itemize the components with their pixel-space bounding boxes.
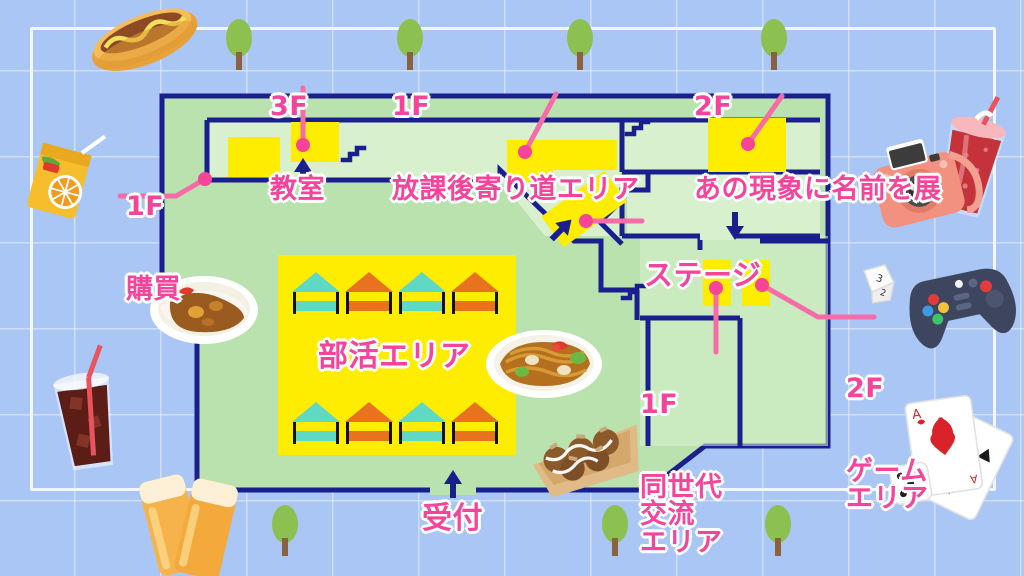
tree-icon (272, 505, 298, 556)
stairs-icons (340, 119, 651, 301)
dice-small-icon: 3 2 (863, 263, 895, 304)
arrow-up-icon (294, 158, 312, 186)
svg-text:2: 2 (879, 288, 888, 299)
decoration-layer: 3 2 (27, 8, 1016, 576)
leader-line-afterschool (522, 91, 559, 155)
club-tent (398, 402, 446, 444)
club-tent (345, 272, 393, 314)
leader-dot (755, 278, 769, 292)
club-tent (451, 272, 499, 314)
leader-dot (709, 281, 723, 295)
tree-icon (226, 19, 252, 70)
tree-icon (765, 505, 791, 556)
orange-juice-box-icon (27, 134, 107, 219)
club-tent (292, 272, 340, 314)
leader-line-game (759, 282, 877, 320)
room-shop (228, 137, 280, 177)
instant-camera-icon (873, 139, 983, 228)
dice-large-icon (889, 461, 933, 506)
room-after-school (507, 140, 617, 182)
tree-icon (761, 19, 787, 70)
club-tent (451, 402, 499, 444)
yakisoba-plate-icon (486, 330, 602, 398)
leader-line-shop (117, 176, 208, 199)
direction-arrows (294, 158, 744, 498)
leader-line-phenomenon (745, 93, 785, 147)
club-area-block (278, 255, 516, 455)
leader-dots (198, 137, 769, 295)
tree-icon (567, 19, 593, 70)
arrow-down-icon (726, 212, 744, 240)
arrow-up-right-icon (549, 219, 572, 242)
leader-lines (117, 85, 877, 355)
arrow-up-icon (444, 470, 462, 498)
playing-cards-icon: A A (904, 394, 1014, 521)
beer-mugs-icon (139, 474, 238, 576)
svg-text:A: A (969, 472, 979, 486)
tree-icon (602, 505, 628, 556)
club-tent (398, 272, 446, 314)
hot-dog-icon (92, 8, 198, 71)
leader-dot (579, 214, 593, 228)
leader-dot (198, 172, 212, 186)
svg-text:A: A (911, 407, 922, 423)
stairs-icon (620, 283, 647, 301)
game-controller-icon (909, 268, 1016, 349)
stairs-icon (624, 119, 651, 137)
leader-dot (741, 137, 755, 151)
leader-dot (296, 138, 310, 152)
trees-layer (226, 19, 791, 556)
svg-text:3: 3 (875, 273, 884, 285)
club-tent (292, 402, 340, 444)
takoyaki-boat-icon (533, 424, 639, 498)
leader-dot (518, 145, 532, 159)
stairs-icon (340, 145, 367, 163)
curry-rice-bowl-icon (150, 276, 258, 344)
iced-cola-glass-icon (53, 344, 114, 471)
club-tent (345, 402, 393, 444)
tree-icon (397, 19, 423, 70)
